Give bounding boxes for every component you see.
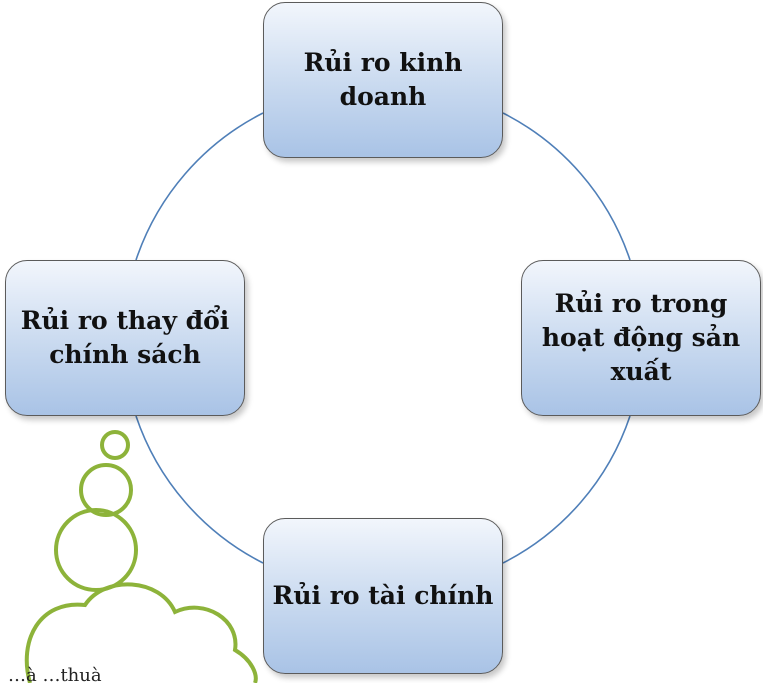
node-production-risk: Rủi ro trong hoạt động sản xuất	[521, 260, 761, 416]
node-production-risk-label: Rủi ro trong hoạt động sản xuất	[541, 289, 741, 386]
node-business-risk-label: Rủi ro kinh doanh	[303, 48, 463, 111]
node-financial-risk-label: Rủi ro tài chính	[272, 581, 494, 610]
thought-bubble-text: …à …thuà	[8, 665, 102, 683]
arc-right-to-bottom	[502, 415, 631, 564]
node-business-risk: Rủi ro kinh doanh	[263, 2, 503, 158]
node-financial-risk: Rủi ro tài chính	[263, 518, 503, 674]
arc-top-to-right	[502, 112, 631, 261]
arc-bottom-to-left	[135, 415, 264, 564]
node-policy-change-risk-label: Rủi ro thay đổi chính sách	[20, 306, 230, 369]
arc-left-to-top	[135, 112, 264, 261]
node-policy-change-risk: Rủi ro thay đổi chính sách	[5, 260, 245, 416]
thought-bubble-icon	[24, 430, 258, 683]
